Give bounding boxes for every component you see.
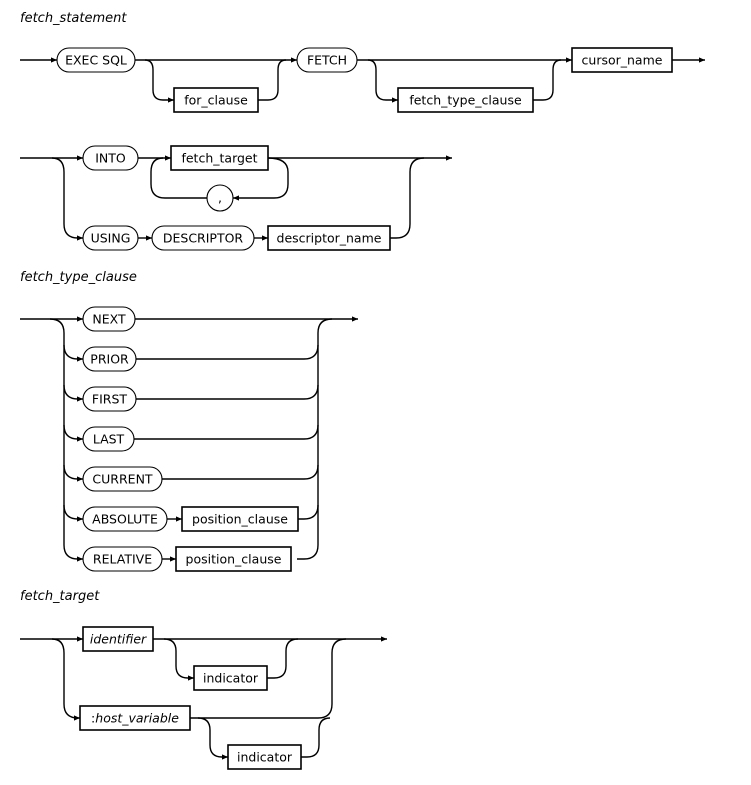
exec-sql-keyword xyxy=(56,47,136,73)
indicator-label-1: indicator xyxy=(203,671,259,686)
relative-keyword xyxy=(82,546,163,572)
cursor-name-label: cursor_name xyxy=(582,53,663,68)
host-variable-prefix: : xyxy=(91,711,95,726)
indicator-label-2: indicator xyxy=(237,750,293,765)
next-label: NEXT xyxy=(92,312,126,327)
absolute-position-clause-box xyxy=(181,506,299,532)
host-variable-branch xyxy=(51,638,80,719)
current-keyword xyxy=(82,466,163,492)
cursor-name-box xyxy=(571,47,673,73)
absolute-keyword xyxy=(82,506,168,532)
fetch-target-label: fetch_target xyxy=(181,151,257,166)
for-clause-bypass xyxy=(144,59,287,101)
into-label: INTO xyxy=(95,151,126,166)
heading-fetch-type-clause: fetch_type_clause xyxy=(20,270,137,285)
absolute-position-clause-label: position_clause xyxy=(192,512,288,527)
comma-separator xyxy=(206,184,234,212)
host-variable-indicator-branch xyxy=(197,717,331,758)
relative-label: RELATIVE xyxy=(93,552,152,567)
indicator-box-2 xyxy=(227,744,302,770)
for-clause-label: for_clause xyxy=(184,93,248,108)
fetch-keyword xyxy=(296,47,358,73)
next-keyword xyxy=(82,306,136,332)
prior-label: PRIOR xyxy=(90,352,129,367)
indicator-box-1 xyxy=(193,665,268,691)
relative-position-clause-box xyxy=(175,546,292,572)
identifier-indicator-branch xyxy=(163,638,299,679)
descriptor-name-label: descriptor_name xyxy=(277,231,382,246)
fetch-type-clause-label: fetch_type_clause xyxy=(409,93,522,108)
prior-keyword xyxy=(82,346,137,372)
fetch-target-diagram: identifier indicator :host_variable indi… xyxy=(20,626,387,770)
last-label: LAST xyxy=(93,432,125,447)
fetch-type-bypass xyxy=(367,59,562,101)
last-keyword xyxy=(82,426,135,452)
current-label: CURRENT xyxy=(92,472,152,487)
host-variable-box xyxy=(79,705,191,731)
exec-sql-label: EXEC SQL xyxy=(65,53,127,68)
descriptor-label: DESCRIPTOR xyxy=(163,231,244,246)
using-label: USING xyxy=(91,231,131,246)
first-label: FIRST xyxy=(92,392,127,407)
fetch-statement-diagram: EXEC SQL for_clause FETCH fetch_type_cla… xyxy=(20,47,705,251)
right-rail xyxy=(297,318,333,560)
comma-label: , xyxy=(218,190,222,205)
heading-fetch-statement: fetch_statement xyxy=(20,11,127,26)
into-keyword xyxy=(82,145,139,171)
using-keyword xyxy=(82,225,139,251)
heading-fetch-target: fetch_target xyxy=(20,589,100,604)
identifier-box xyxy=(82,626,154,652)
host-variable-label: :host_variable xyxy=(91,711,179,726)
first-keyword xyxy=(82,386,137,412)
host-variable-name: host_variable xyxy=(95,711,179,726)
fetch-target-repeat-loop xyxy=(150,157,289,199)
identifier-label: identifier xyxy=(90,632,147,647)
using-branch xyxy=(51,157,83,239)
fetch-type-clause-box xyxy=(397,87,534,113)
for-clause-box xyxy=(173,87,259,113)
absolute-label: ABSOLUTE xyxy=(92,512,158,527)
fetch-target-box xyxy=(170,145,269,171)
fetch-label: FETCH xyxy=(307,53,347,68)
left-rail xyxy=(49,318,83,560)
relative-position-clause-label: position_clause xyxy=(186,552,282,567)
descriptor-keyword xyxy=(151,225,255,251)
descriptor-name-box xyxy=(267,225,391,251)
fetch-type-clause-diagram: NEXT PRIOR FIRST LAST CURRENT ABSOLUTE p… xyxy=(20,306,358,572)
